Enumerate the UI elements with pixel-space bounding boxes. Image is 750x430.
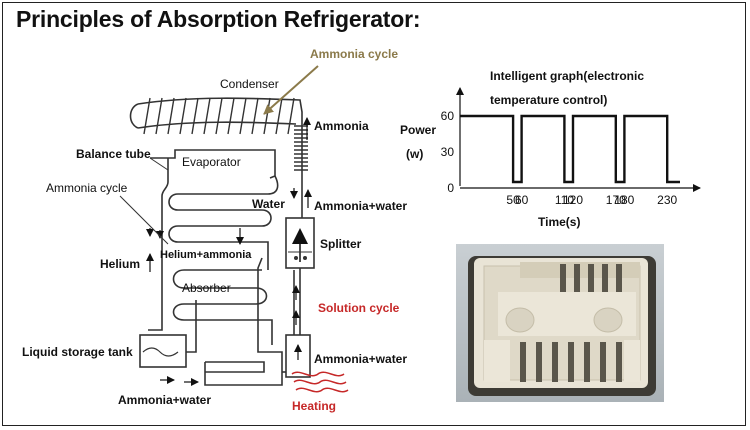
x-tick-label: 230 — [657, 193, 677, 207]
label-ammonia-cycle-top: Ammonia cycle — [310, 47, 398, 61]
balance-tube-leader — [149, 157, 169, 171]
label-splitter: Splitter — [320, 237, 362, 251]
label-ammonia-water-right: Ammonia+water — [314, 352, 407, 366]
x-tick-label: 50 — [506, 193, 520, 207]
x-tick-label: 170 — [606, 193, 626, 207]
evaporator-coil — [148, 149, 279, 331]
label-absorber: Absorber — [182, 281, 231, 295]
label-solution-cycle: Solution cycle — [318, 301, 400, 315]
chart-ylabel-line1: Power — [400, 123, 436, 137]
x-tick-label: 120 — [563, 193, 583, 207]
temperature-control-chart: Intelligent graph(electronic temperature… — [400, 69, 701, 229]
y-tick-label: 0 — [447, 181, 454, 195]
label-ammonia-cycle-left: Ammonia cycle — [46, 181, 128, 195]
page-title: Principles of Absorption Refrigerator: — [16, 6, 421, 32]
label-helium-ammonia: Helium+ammonia — [160, 249, 252, 261]
condenser-coil — [129, 97, 303, 170]
heating-waves — [291, 371, 349, 393]
label-ammonia-water-bottom: Ammonia+water — [118, 393, 211, 407]
heat-exchanger — [204, 257, 292, 386]
label-evaporator: Evaporator — [182, 155, 241, 169]
power-series-line — [460, 114, 680, 184]
liquid-storage-tank — [139, 300, 197, 368]
label-helium: Helium — [100, 257, 140, 271]
thermostat-photo — [456, 244, 664, 402]
y-tick-label: 30 — [441, 145, 455, 159]
chart-ylabel-line2: (w) — [406, 147, 423, 161]
flow-arrows — [146, 117, 312, 386]
splitter-column — [285, 170, 315, 378]
x-tick-label: 60 — [515, 193, 529, 207]
label-ammonia-water-top: Ammonia+water — [314, 199, 407, 213]
absorber-coil — [172, 241, 273, 345]
label-balance-tube: Balance tube — [76, 147, 151, 161]
chart-xlabel: Time(s) — [538, 215, 580, 229]
ammonia-cycle-pointer — [263, 65, 319, 115]
x-tick-label: 110 — [555, 193, 574, 207]
chart-title-line1: Intelligent graph(electronic — [490, 69, 644, 83]
ammonia-cycle-leader — [119, 195, 169, 245]
label-liquid-storage-tank: Liquid storage tank — [22, 345, 133, 359]
label-heating: Heating — [292, 399, 336, 413]
label-ammonia: Ammonia — [314, 119, 369, 133]
chart-y-ticks: 0 30 60 — [441, 109, 455, 195]
rectifier-fins — [294, 125, 308, 171]
label-water: Water — [252, 197, 285, 211]
label-condenser: Condenser — [220, 77, 279, 91]
y-tick-label: 60 — [441, 109, 455, 123]
x-tick-label: 180 — [614, 193, 634, 207]
chart-title-line2: temperature control) — [490, 93, 607, 107]
